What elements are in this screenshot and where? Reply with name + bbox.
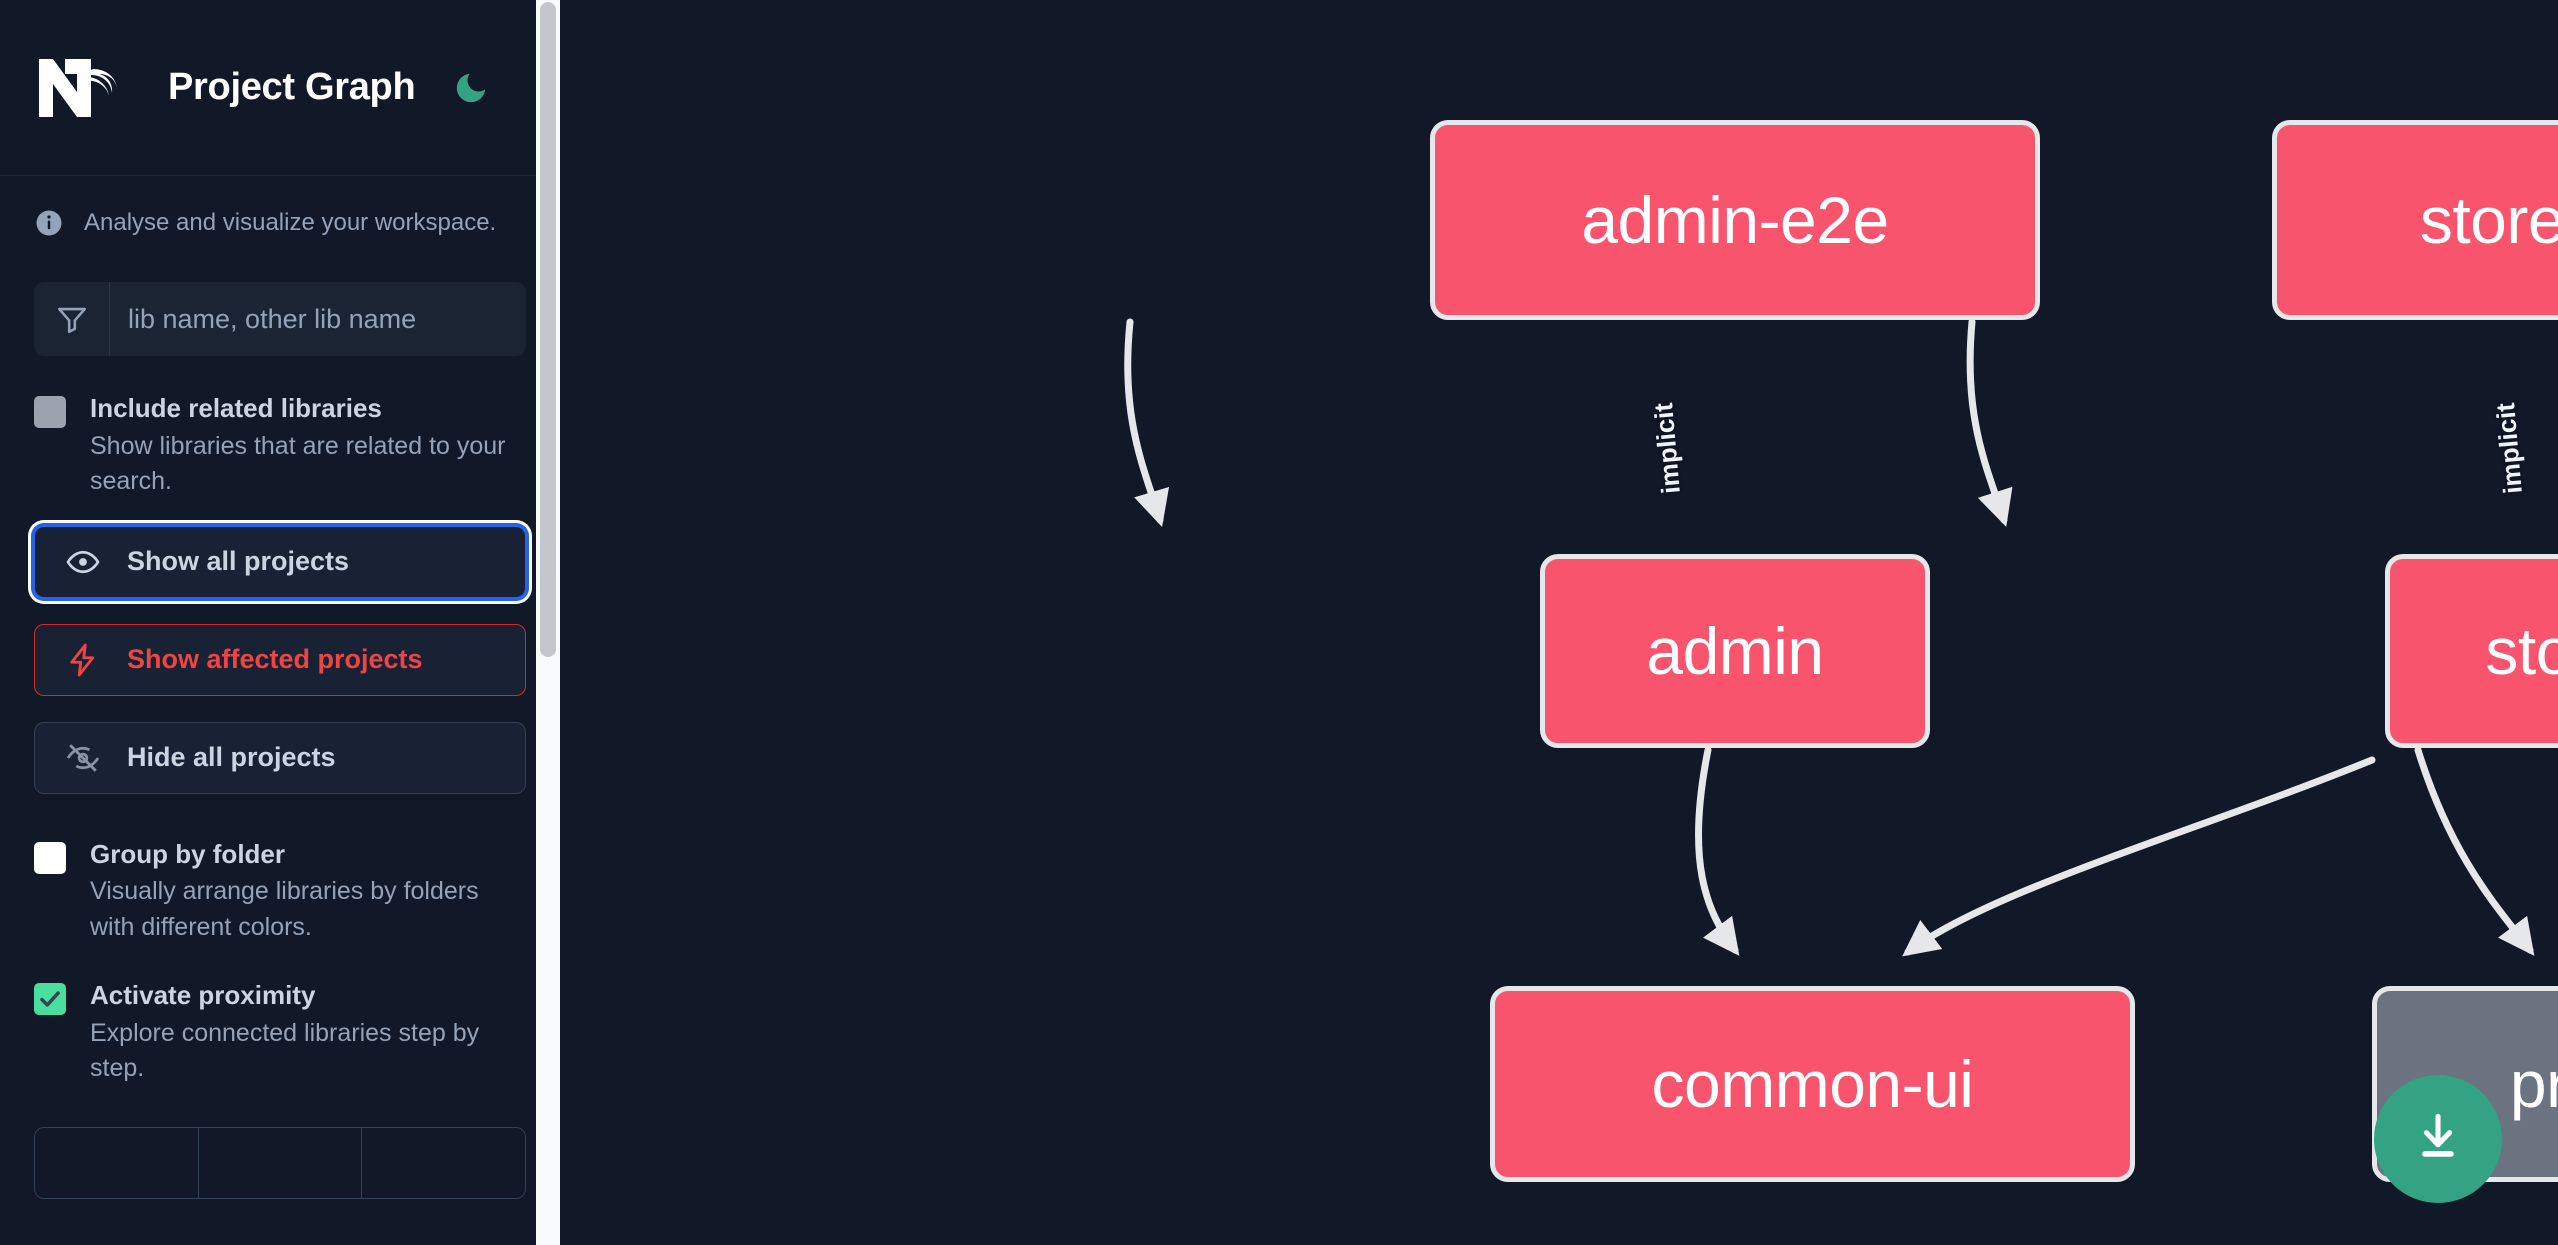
edge-store-to-products (2414, 746, 2535, 956)
sidebar: Project Graph Analyse and visualize your… (0, 0, 560, 1245)
eye-icon (63, 542, 103, 582)
lightning-bolt-icon (63, 640, 103, 680)
checkbox-text: Include related libraries Show libraries… (90, 392, 520, 500)
sidebar-body: Include related libraries Show libraries… (0, 282, 560, 1199)
graph-node-label: admin (1646, 614, 1824, 688)
show-affected-projects-label: Show affected projects (127, 644, 423, 674)
checkbox-text: Activate proximity Explore connected lib… (90, 979, 520, 1087)
checkbox-label: Activate proximity (90, 980, 316, 1010)
download-icon (2409, 1108, 2467, 1171)
graph-node-label: store-e2e (2419, 183, 2558, 257)
filter-funnel-icon (34, 282, 110, 356)
graph-edges (1124, 318, 2535, 957)
checkbox-box[interactable] (34, 983, 66, 1015)
checkbox-label: Include related libraries (90, 393, 382, 423)
checkbox-activate-proximity[interactable]: Activate proximity Explore connected lib… (34, 979, 526, 1087)
graph-node-label: admin-e2e (1581, 183, 1889, 257)
show-all-projects-button[interactable]: Show all projects (34, 525, 526, 598)
sidebar-tagline-text: Analyse and visualize your workspace. (84, 209, 497, 236)
edge-store-e2e-to-store (1966, 318, 2013, 527)
checkbox-description: Explore connected libraries step by step… (90, 1018, 480, 1083)
eye-off-icon (63, 738, 103, 778)
checkbox-box[interactable] (34, 396, 66, 428)
page-title: Project Graph (168, 66, 416, 108)
checkbox-label: Group by folder (90, 838, 285, 869)
graph-node-label: store (2485, 614, 2558, 688)
moon-icon[interactable] (449, 66, 493, 110)
graph-node-label: products (2509, 1047, 2558, 1121)
button-group-item-3[interactable] (362, 1128, 525, 1198)
download-image-button[interactable] (2374, 1075, 2502, 1203)
button-group-item-2[interactable] (199, 1127, 363, 1198)
graph-node-admin[interactable]: admin (1540, 554, 1930, 748)
show-all-projects-label: Show all projects (127, 546, 350, 576)
graph-canvas[interactable]: admin-e2e store-e2e admin store common-u… (560, 0, 2558, 1245)
checkbox-description: Show libraries that are related to your … (90, 431, 506, 496)
graph-node-store-e2e[interactable]: store-e2e (2272, 120, 2558, 320)
edge-admin-e2e-to-admin (1124, 318, 1170, 527)
nx-logo-icon (34, 55, 130, 121)
checkbox-group-by-folder[interactable]: Group by folder Visually arrange librari… (34, 838, 526, 946)
hide-all-projects-label: Hide all projects (127, 742, 336, 772)
hide-all-projects-button[interactable]: Hide all projects (34, 721, 526, 794)
info-icon (34, 208, 64, 238)
edge-store-to-common-ui (1902, 756, 2376, 957)
checkbox-text: Group by folder Visually arrange librari… (90, 838, 520, 946)
show-affected-projects-button[interactable]: Show affected projects (34, 623, 526, 696)
sidebar-scrollbar[interactable] (536, 0, 560, 1245)
sidebar-scrollbar-thumb[interactable] (540, 2, 556, 657)
checkbox-include-related-libraries[interactable]: Include related libraries Show libraries… (34, 392, 526, 500)
checkbox-description: Visually arrange libraries by folders wi… (90, 877, 479, 941)
checkbox-box[interactable] (34, 841, 66, 874)
graph-node-label: common-ui (1651, 1047, 1974, 1121)
graph-node-common-ui[interactable]: common-ui (1490, 986, 2135, 1182)
layout-button-group[interactable] (34, 1126, 526, 1199)
sidebar-header: Project Graph (0, 0, 560, 176)
button-group-item-1[interactable] (35, 1127, 199, 1198)
search-input[interactable] (110, 282, 526, 356)
graph-node-admin-e2e[interactable]: admin-e2e (1430, 120, 2040, 320)
filter-search-box[interactable] (34, 282, 526, 356)
sidebar-tagline: Analyse and visualize your workspace. (0, 176, 560, 258)
graph-node-store[interactable]: store (2385, 554, 2558, 748)
edge-admin-to-common-ui (1695, 746, 1740, 956)
